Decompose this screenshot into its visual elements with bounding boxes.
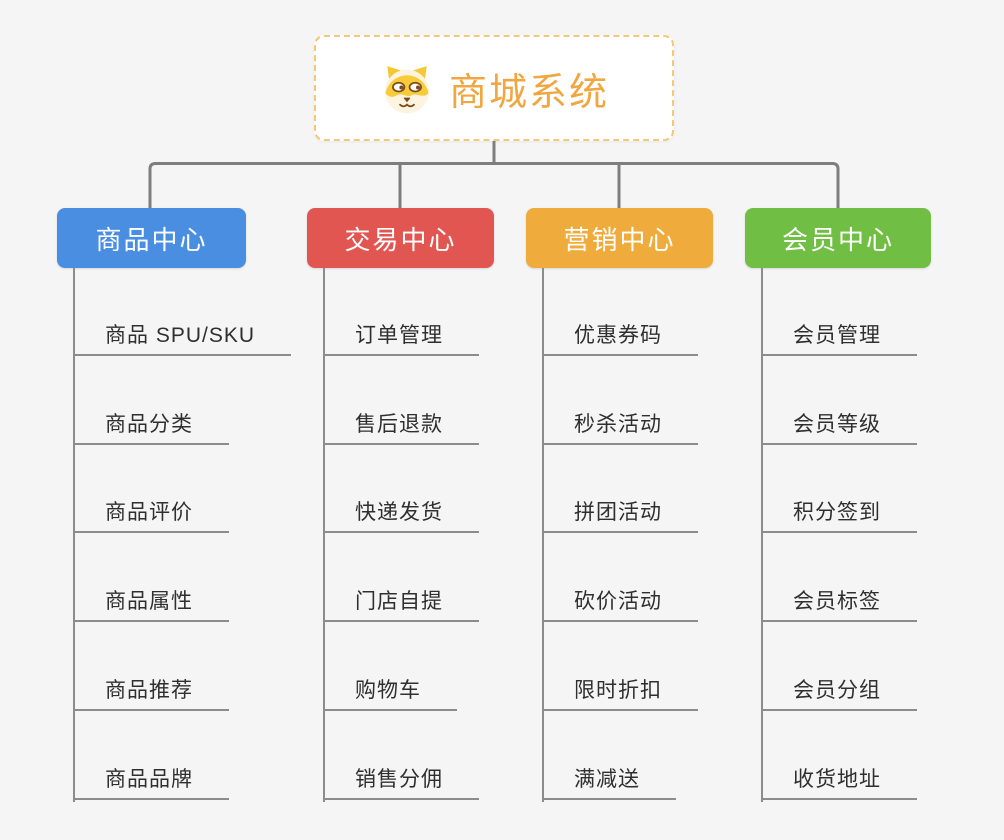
leaf-node[interactable]: 积分签到 bbox=[761, 495, 917, 533]
branch-trunk-line bbox=[761, 268, 763, 802]
leaf-node[interactable]: 拼团活动 bbox=[542, 495, 698, 533]
leaf-node[interactable]: 快递发货 bbox=[323, 495, 479, 533]
branch-node-marketing-center[interactable]: 营销中心 bbox=[526, 208, 713, 268]
branch-node-trade-center[interactable]: 交易中心 bbox=[307, 208, 494, 268]
leaf-node[interactable]: 门店自提 bbox=[323, 584, 479, 622]
leaf-node[interactable]: 砍价活动 bbox=[542, 584, 698, 622]
branch-trunk-line bbox=[323, 268, 325, 802]
leaf-node[interactable]: 商品品牌 bbox=[73, 762, 229, 800]
leaf-node[interactable]: 优惠券码 bbox=[542, 318, 698, 356]
leaf-node[interactable]: 商品属性 bbox=[73, 584, 229, 622]
root-node[interactable]: 商城系统 bbox=[314, 35, 674, 141]
leaf-node[interactable]: 会员标签 bbox=[761, 584, 917, 622]
branch-label: 营销中心 bbox=[563, 224, 676, 255]
branch-trunk-line bbox=[542, 268, 544, 802]
leaf-node[interactable]: 商品评价 bbox=[73, 495, 229, 533]
branch-node-product-center[interactable]: 商品中心 bbox=[57, 208, 246, 268]
leaf-node[interactable]: 售后退款 bbox=[323, 407, 479, 445]
leaf-node[interactable]: 订单管理 bbox=[323, 318, 479, 356]
leaf-node[interactable]: 销售分佣 bbox=[323, 762, 479, 800]
leaf-node[interactable]: 秒杀活动 bbox=[542, 407, 698, 445]
leaf-node[interactable]: 商品 SPU/SKU bbox=[73, 318, 292, 356]
leaf-node[interactable]: 商品分类 bbox=[73, 407, 229, 445]
dog-face-icon bbox=[385, 66, 429, 114]
leaf-node[interactable]: 会员管理 bbox=[761, 318, 917, 356]
root-label: 商城系统 bbox=[448, 71, 609, 114]
leaf-node[interactable]: 收货地址 bbox=[761, 762, 917, 800]
leaf-node[interactable]: 商品推荐 bbox=[73, 673, 229, 711]
leaf-node[interactable]: 限时折扣 bbox=[542, 673, 698, 711]
leaf-node[interactable]: 会员等级 bbox=[761, 407, 917, 445]
leaf-node[interactable]: 会员分组 bbox=[761, 673, 917, 711]
branch-label: 商品中心 bbox=[95, 224, 208, 255]
branch-node-member-center[interactable]: 会员中心 bbox=[745, 208, 931, 268]
branch-label: 会员中心 bbox=[781, 224, 894, 255]
connector-group bbox=[148, 140, 840, 208]
branch-trunk-line bbox=[73, 268, 75, 802]
branch-label: 交易中心 bbox=[344, 224, 457, 255]
leaf-node[interactable]: 满减送 bbox=[542, 762, 676, 800]
leaf-node[interactable]: 购物车 bbox=[323, 673, 457, 711]
